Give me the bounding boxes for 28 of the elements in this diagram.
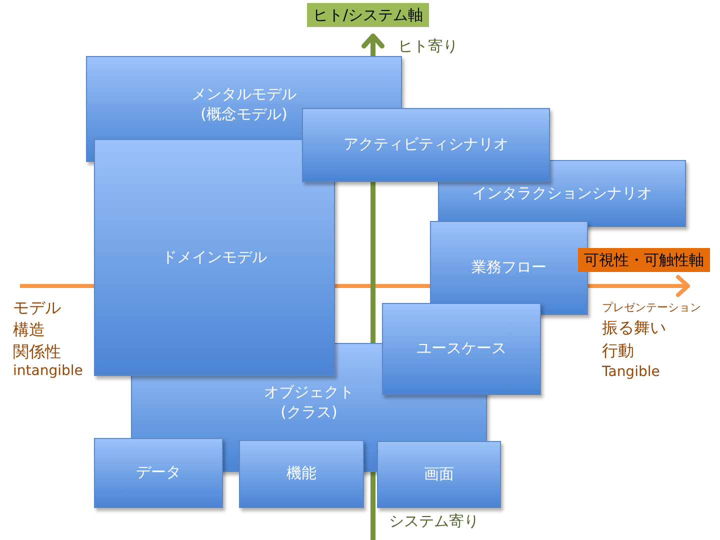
- axis-end-label: intangible: [13, 363, 83, 380]
- box-label: 業務フロー: [472, 258, 546, 278]
- axis-end-label: ヒト寄り: [398, 37, 458, 55]
- model-box: [239, 440, 364, 508]
- axis-end-label: Tangible: [602, 364, 660, 381]
- axis-end-label: モデル: [13, 298, 61, 318]
- box-label: ユースケース: [416, 339, 506, 359]
- box-label: メンタルモデル (概念モデル): [190, 85, 298, 124]
- axis-title: ヒト/システム軸: [307, 3, 430, 27]
- box-label: オブジェクト (クラス): [263, 383, 355, 422]
- axis-end-label: システム寄り: [389, 512, 479, 530]
- box-label: 機能: [286, 464, 316, 484]
- model-box: [94, 438, 223, 508]
- box-label: データ: [136, 463, 181, 483]
- axis-end-label: 構造: [13, 320, 45, 340]
- axis-end-label: 振る舞い: [602, 318, 666, 338]
- box-label: 画面: [424, 464, 454, 484]
- model-box: [382, 303, 541, 395]
- box-label: ドメインモデル: [162, 248, 267, 268]
- axis-end-label: 関係性: [13, 342, 61, 362]
- box-label: アクティビティシナリオ: [344, 135, 508, 155]
- model-box: [94, 139, 335, 376]
- axis-end-label: 行動: [602, 341, 634, 360]
- axis-end-label: プレゼンテーション: [602, 301, 701, 314]
- axis-title: 可視性・可触性軸: [578, 248, 710, 272]
- model-box: [302, 108, 550, 182]
- model-box: [377, 441, 501, 508]
- box-label: インタラクションシナリオ: [472, 184, 652, 204]
